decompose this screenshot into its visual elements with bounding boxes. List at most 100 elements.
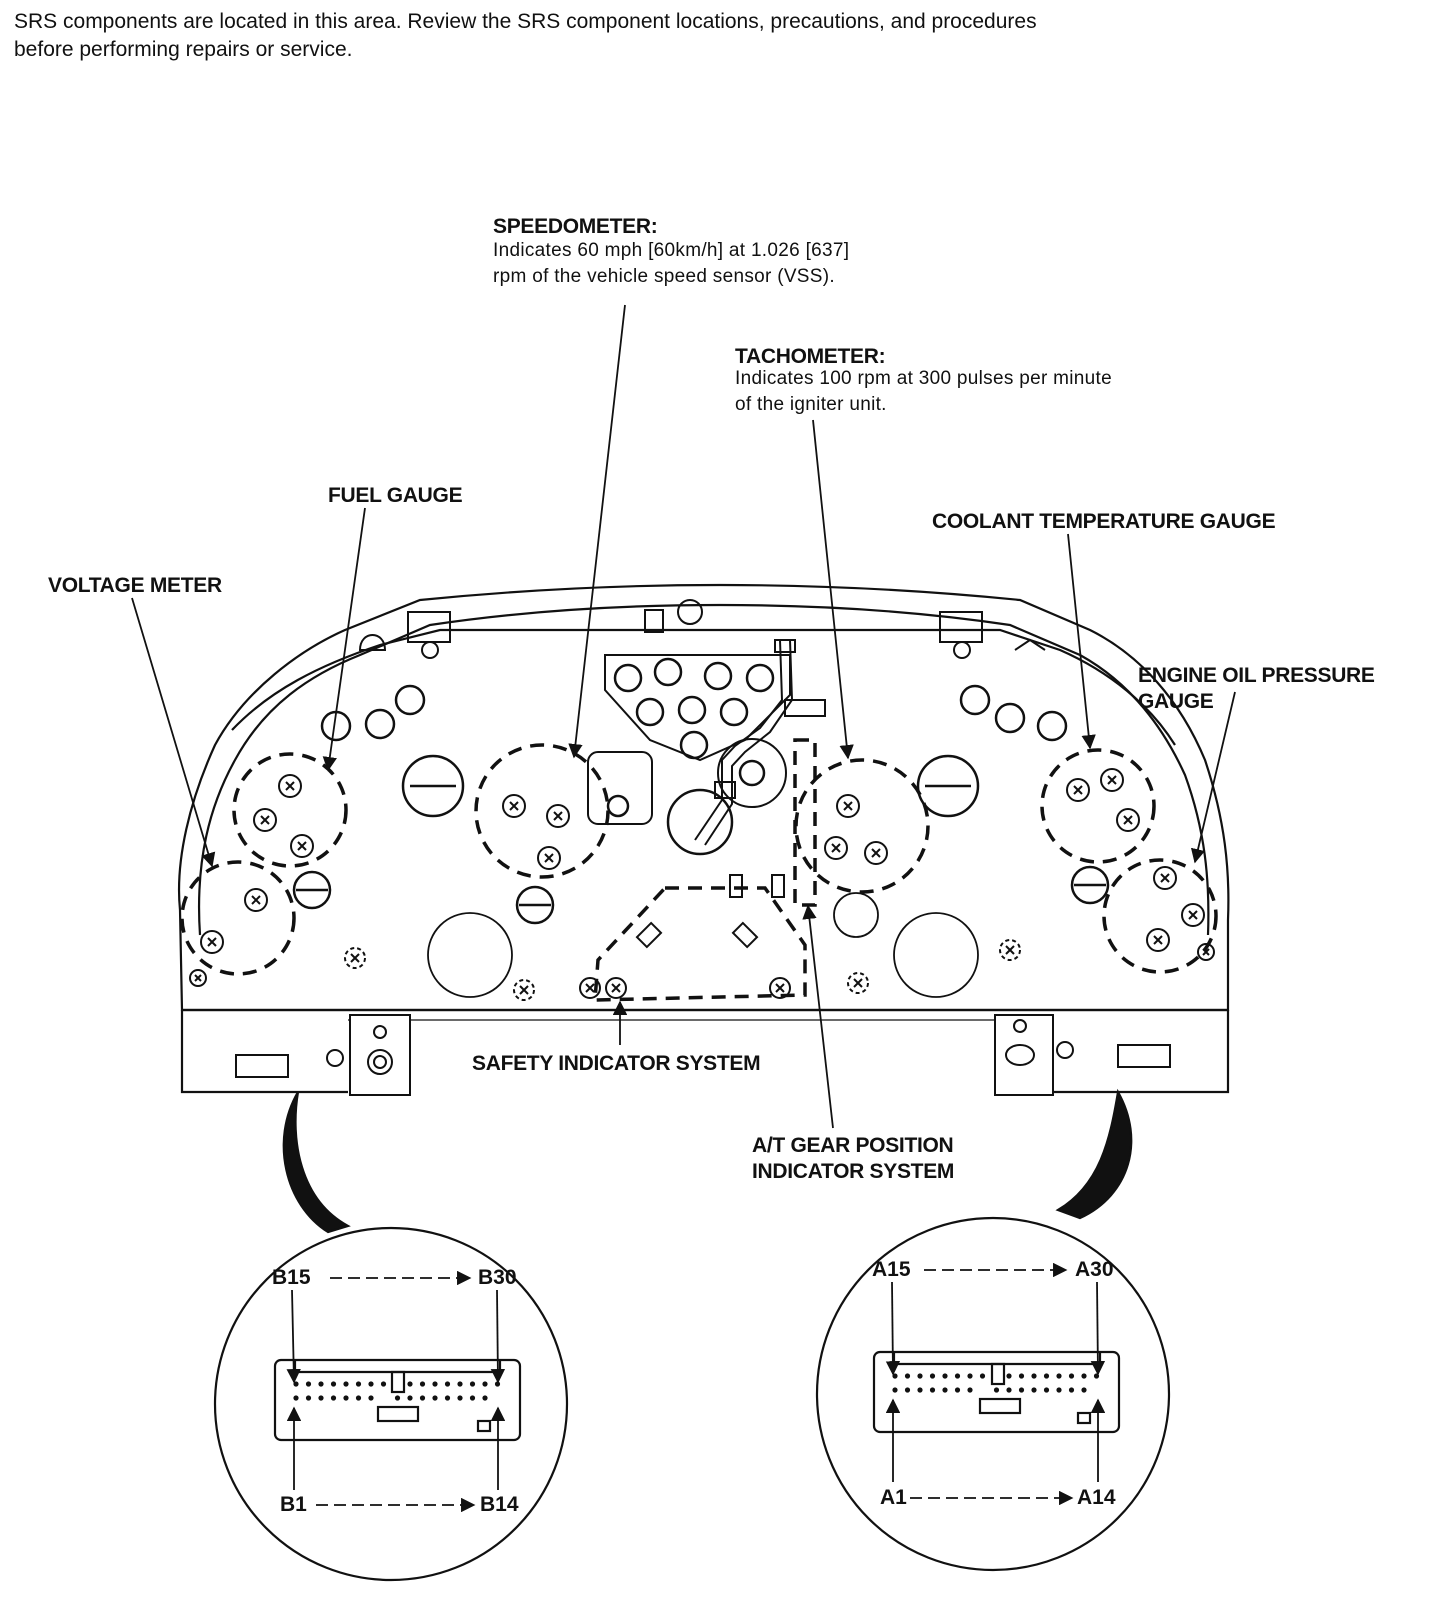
connector-pin <box>1093 1373 1100 1379</box>
connector-pin <box>355 1395 362 1401</box>
connector-pin <box>1081 1373 1087 1379</box>
connector-pin <box>1068 1387 1075 1393</box>
engine-oil-pressure-gauge-label-line-2: GAUGE <box>1138 690 1214 713</box>
connector-pin <box>368 1395 374 1401</box>
connector-pin <box>1031 1373 1037 1379</box>
connector-pin <box>444 1381 451 1387</box>
connector-pin <box>318 1395 324 1401</box>
connector-pin <box>1006 1373 1012 1379</box>
connector-pin <box>394 1395 401 1401</box>
socket-holes <box>292 654 1110 998</box>
leader-lines <box>131 304 1236 1129</box>
connector-pin <box>1081 1387 1087 1393</box>
connector-pin <box>380 1381 387 1387</box>
connector-pin <box>407 1381 413 1387</box>
connector-pin <box>494 1381 501 1387</box>
connector-pin <box>954 1387 961 1393</box>
connector-pin <box>432 1395 438 1401</box>
connector-b-pin-b15: B15 <box>272 1266 311 1289</box>
srs-notice-line-1: SRS components are located in this area.… <box>14 10 1037 33</box>
tachometer-desc-line-1: Indicates 100 rpm at 300 pulses per minu… <box>735 368 1112 389</box>
connector-pin <box>917 1387 923 1393</box>
connector-pin <box>469 1381 476 1387</box>
connector-pin <box>469 1395 476 1401</box>
at-gear-position-label-line-1: A/T GEAR POSITION <box>752 1134 954 1157</box>
connector-pin <box>1006 1387 1012 1393</box>
left-mounting-bracket <box>235 1014 411 1096</box>
fuel-gauge-label: FUEL GAUGE <box>328 484 463 507</box>
connector-b-pin-b14: B14 <box>480 1493 519 1516</box>
connector-pin <box>318 1381 324 1387</box>
connector-pin <box>305 1381 312 1387</box>
speedometer-desc-line-2: rpm of the vehicle speed sensor (VSS). <box>493 266 835 287</box>
connector-pin <box>419 1395 426 1401</box>
connector-b-pin-b1: B1 <box>280 1493 307 1516</box>
connector-pin <box>967 1387 973 1393</box>
connector-pin <box>293 1395 299 1401</box>
connector-pin <box>482 1395 488 1401</box>
connector-pin <box>330 1395 337 1401</box>
connector-pin <box>917 1373 923 1379</box>
connector-a-pin-a14: A14 <box>1077 1486 1116 1509</box>
connector-arrows <box>286 1262 1106 1513</box>
connector-pin <box>942 1373 948 1379</box>
connector-pin <box>929 1387 936 1393</box>
at-gear-indicator-outline <box>793 738 817 907</box>
connector-pin <box>967 1373 973 1379</box>
right-mounting-bracket <box>994 1014 1171 1096</box>
wiring-harness <box>635 639 826 949</box>
connector-pin <box>1056 1373 1062 1379</box>
connector-pin <box>457 1395 463 1401</box>
connector-pin <box>1018 1387 1025 1393</box>
engine-oil-pressure-gauge-label-line-1: ENGINE OIL PRESSURE <box>1138 664 1375 687</box>
connector-pin <box>330 1381 337 1387</box>
srs-notice-line-2: before performing repairs or service. <box>14 38 353 61</box>
screws <box>189 768 1215 1001</box>
connector-pin <box>432 1381 438 1387</box>
connector-pin <box>1056 1387 1062 1393</box>
connector-pin <box>904 1373 911 1379</box>
top-mounting-tabs <box>358 599 1046 659</box>
connector-pin <box>1031 1387 1037 1393</box>
connector-pin <box>482 1381 488 1387</box>
connector-pin <box>444 1395 451 1401</box>
oil-pressure-gauge-outline <box>1102 858 1218 974</box>
at-gear-position-label-line-2: INDICATOR SYSTEM <box>752 1160 955 1183</box>
speedometer-desc-line-1: Indicates 60 mph [60km/h] at 1.026 [637] <box>493 240 850 261</box>
connector-pin <box>407 1395 413 1401</box>
coolant-temperature-gauge-label: COOLANT TEMPERATURE GAUGE <box>932 510 1276 533</box>
component-outlines <box>180 738 1218 1002</box>
connector-pin <box>892 1373 898 1379</box>
connector-pin <box>942 1387 948 1393</box>
speedometer-title: SPEEDOMETER: <box>493 215 658 238</box>
speedometer-outline <box>474 743 610 879</box>
voltage-meter-label: VOLTAGE METER <box>48 574 222 597</box>
connector-pin <box>293 1381 299 1387</box>
connector-pin <box>979 1373 986 1379</box>
connector-pin <box>457 1381 463 1387</box>
connector-pin <box>1043 1387 1050 1393</box>
connector-pin <box>993 1387 1000 1393</box>
tachometer-desc-line-2: of the igniter unit. <box>735 394 887 415</box>
connector-pin <box>1018 1373 1025 1379</box>
connector-pin <box>892 1387 898 1393</box>
safety-indicator-outline <box>593 886 807 1002</box>
connector-pin <box>343 1381 349 1387</box>
connector-a-pins <box>892 1373 1100 1393</box>
connector-b-pins <box>293 1381 501 1401</box>
voltage-meter-outline <box>180 860 296 976</box>
connector-a-pin-a15: A15 <box>872 1258 911 1281</box>
safety-indicator-system-label: SAFETY INDICATOR SYSTEM <box>472 1052 761 1075</box>
tachometer-title: TACHOMETER: <box>735 345 886 368</box>
srs-notice: SRS components are located in this area.… <box>14 8 1037 64</box>
connector-a-pin-a1: A1 <box>880 1486 907 1509</box>
connector-b-callout <box>213 1091 569 1582</box>
connector-pin <box>305 1395 312 1401</box>
connector-pin <box>1068 1373 1075 1379</box>
connector-b-pin-b30: B30 <box>478 1266 517 1289</box>
connector-pin <box>355 1381 362 1387</box>
connector-pin <box>343 1395 349 1401</box>
connector-a-callout <box>815 1088 1171 1572</box>
cluster-housing <box>177 583 1230 1094</box>
